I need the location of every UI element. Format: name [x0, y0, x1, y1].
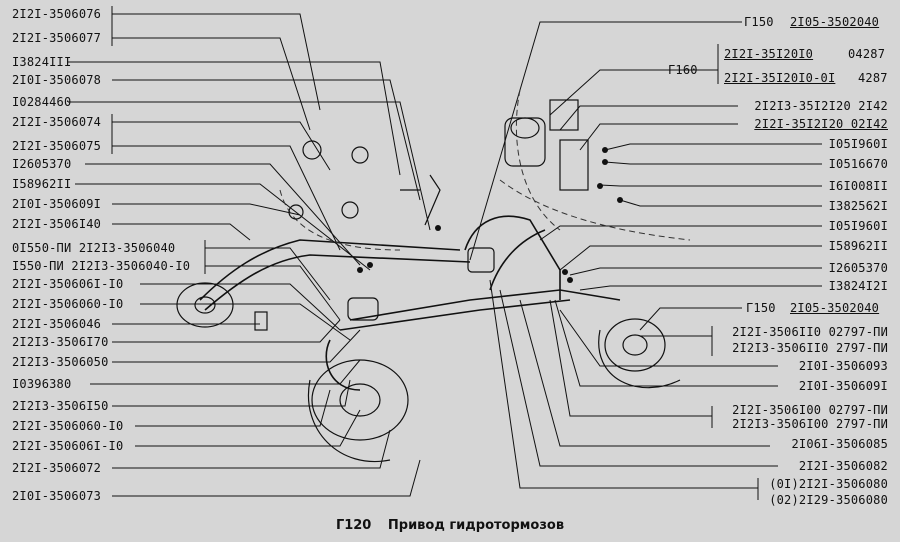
caption-code: Г120 [335, 518, 372, 533]
label-left-14: 2I2I-350606I-I0 [12, 277, 124, 291]
label-left-4: 2I0I-3506078 [12, 73, 102, 87]
diagram-caption: Г120 Привод гидротормозов [0, 518, 900, 533]
label-lower-right-9: (0I)2I2I-3506080 [769, 477, 888, 491]
label-right-1: 2I2I3-35I2I20 2I42 [754, 99, 888, 113]
label-left-8: I2605370 [12, 157, 72, 171]
label-left-20: 2I2I3-3506I50 [12, 399, 109, 413]
label-left-2: 2I2I-3506077 [12, 31, 102, 45]
label-left-13: I550-ПИ 2I2I3-3506040-I0 [12, 259, 191, 273]
label-left-18: 2I2I3-3506050 [12, 355, 109, 369]
g160-num-2: 4287 [858, 71, 888, 85]
label-lower-right-1: 2I2I-3506II0 02797-ПИ [732, 325, 888, 339]
g160-num-1: 04287 [848, 47, 886, 61]
label-left-21: 2I2I-3506060-I0 [12, 419, 124, 433]
label-left-7: 2I2I-3506075 [12, 139, 102, 153]
g160-part-1: 2I2I-35I20I0 [724, 47, 814, 61]
label-left-12: 0I550-ПИ 2I2I3-3506040 [12, 241, 176, 255]
label-left-6: 2I2I-3506074 [12, 115, 102, 129]
label-left-3: I3824III [12, 55, 72, 69]
label-lower-right-6: 2I2I3-3506I00 2797-ПИ [732, 417, 888, 431]
label-lower-right-3: 2I0I-3506093 [798, 359, 888, 373]
label-left-10: 2I0I-350609I [12, 197, 102, 211]
label-lower-right-10: (02)2I29-3506080 [769, 493, 888, 507]
brake-pipes [199, 215, 621, 391]
callout-brackets [111, 6, 759, 500]
leader-lines [68, 13, 822, 497]
label-right-5: I6I008II [828, 179, 888, 193]
label-right-3: I05I960I [828, 137, 888, 151]
label-right-4: I0516670 [828, 157, 888, 171]
label-lower-right-2: 2I2I3-3506II0 2797-ПИ [732, 341, 888, 355]
label-left-5: I0284460 [12, 95, 72, 109]
caption-title: Привод гидротормозов [387, 518, 565, 533]
label-right-9: I2605370 [828, 261, 888, 275]
label-left-17: 2I2I3-3506I70 [12, 335, 109, 349]
g160-code: Г160 [668, 63, 698, 77]
label-left-19: I0396380 [12, 377, 72, 391]
label-left-15: 2I2I-3506060-I0 [12, 297, 124, 311]
label-right-2: 2I2I-35I2I20 02I42 [754, 117, 888, 131]
body-outline [279, 89, 691, 251]
label-right-6: I382562I [828, 199, 888, 213]
label-right-10: I3824I2I [828, 279, 888, 293]
label-left-22: 2I2I-350606I-I0 [12, 439, 124, 453]
label-left-11: 2I2I-3506I40 [12, 217, 102, 231]
label-right-7: I05I960I [828, 219, 888, 233]
label-left-9: I58962II [12, 177, 72, 191]
label-left-24: 2I0I-3506073 [12, 489, 102, 503]
g160-part-2: 2I2I-35I20I0-0I [724, 71, 836, 85]
g150-code-mid: Г150 [746, 301, 776, 315]
label-lower-right-4: 2I0I-350609I [798, 379, 888, 393]
label-lower-right-7: 2I06I-3506085 [791, 437, 888, 451]
label-lower-right-5: 2I2I-3506I00 02797-ПИ [732, 403, 888, 417]
label-left-23: 2I2I-3506072 [12, 461, 102, 475]
fasteners [357, 147, 623, 283]
components [176, 99, 681, 463]
label-lower-right-8: 2I2I-3506082 [798, 459, 888, 473]
g150-code-top: Г150 [744, 15, 774, 29]
g150-part-top: 2I05-3502040 [790, 15, 880, 29]
label-right-8: I58962II [828, 239, 888, 253]
g150-part-mid: 2I05-3502040 [790, 301, 880, 315]
label-left-16: 2I2I-3506046 [12, 317, 102, 331]
label-left-1: 2I2I-3506076 [12, 7, 102, 21]
